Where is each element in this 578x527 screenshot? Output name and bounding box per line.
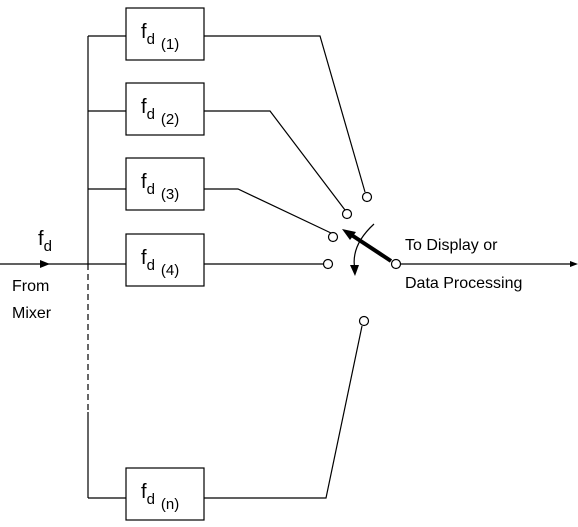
rotation-arrow [350, 223, 375, 276]
filter-4: fd(4) [125, 233, 205, 287]
filter-2: fd(2) [125, 82, 205, 136]
filter-output-wires [204, 35, 366, 499]
filter-1: fd(1) [125, 7, 205, 61]
filter-3-output-wire [204, 188, 332, 234]
filter-2-output-wire [204, 110, 346, 211]
filter-1-box [125, 7, 205, 61]
filter-3-box [125, 157, 205, 211]
terminal-1 [361, 191, 373, 203]
filter-3-label: fd(3) [141, 171, 179, 203]
filter-4-label: fd(4) [141, 247, 179, 279]
switch-terminals [322, 191, 373, 327]
filter-n-label: fd(n) [141, 481, 179, 513]
input-arrow [40, 260, 50, 268]
input-label-line1: From [12, 278, 49, 295]
output-label-line2: Data Processing [405, 275, 522, 292]
switch-output-terminal [390, 258, 402, 270]
output-label-line1: To Display or [405, 237, 498, 254]
output-line [400, 261, 578, 267]
filter-n: fd(n) [125, 467, 205, 521]
input-line [0, 260, 88, 268]
filter-n-output-wire [204, 325, 363, 499]
terminal-2 [341, 208, 353, 220]
input-signal-symbol: fd [38, 228, 52, 255]
filter-1-output-wire [204, 35, 366, 193]
filter-2-box [125, 82, 205, 136]
input-label: From Mixer [12, 278, 52, 322]
filter-1-label: fd(1) [141, 21, 179, 53]
output-label: To Display or Data Processing [405, 237, 522, 292]
terminal-3 [327, 231, 339, 243]
filter-2-label: fd(2) [141, 96, 179, 128]
switch-arm [342, 229, 393, 263]
filter-4-box [125, 233, 205, 287]
filter-n-box [125, 467, 205, 521]
filter-3: fd(3) [125, 157, 205, 211]
input-label-line2: Mixer [12, 305, 52, 322]
output-arrow [570, 261, 578, 267]
input-bus [87, 35, 126, 499]
terminal-n [358, 315, 370, 327]
terminal-4 [322, 258, 334, 270]
switch-arm-arrowhead [342, 229, 356, 240]
